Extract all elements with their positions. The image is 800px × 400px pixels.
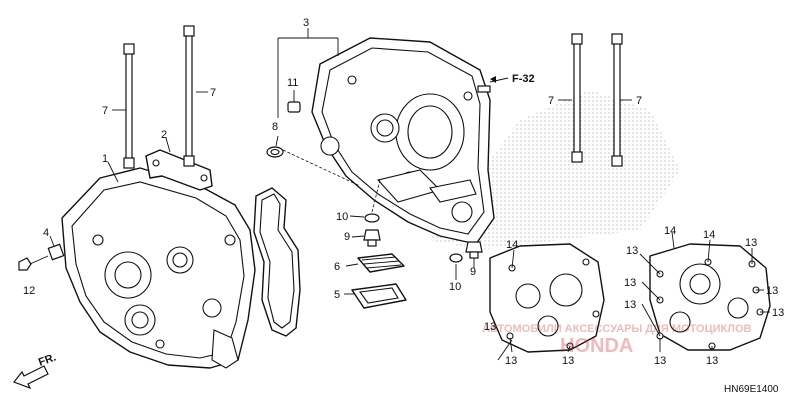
crankcase-gasket <box>253 187 301 337</box>
callout-10-a: 10 <box>336 211 348 223</box>
front-direction-label: FR. <box>37 351 58 368</box>
callout-2: 2 <box>161 129 167 141</box>
callout-10-b: 10 <box>449 281 461 293</box>
callout-13-b: 13 <box>624 277 636 289</box>
leader-lines <box>49 28 770 361</box>
callout-5: 5 <box>334 289 340 301</box>
callout-7-b: 7 <box>210 87 216 99</box>
callout-13-i: 13 <box>654 355 666 367</box>
washer-part-10-right <box>449 253 463 263</box>
left-crankcase <box>61 167 256 369</box>
drain-bolt-part-9-center <box>363 179 381 247</box>
callout-7-d: 7 <box>636 95 642 107</box>
callout-9-a: 9 <box>344 231 350 243</box>
callout-12: 12 <box>23 285 35 297</box>
drain-bolt-part-9-right <box>465 241 483 259</box>
watermark-text: АВТОМОБИЛИ АКСЕССУАРЫ ДЛЯ МОТОЦИКЛОВ <box>482 323 752 335</box>
callout-14-b: 14 <box>664 225 676 237</box>
reference-label: F-32 <box>512 73 535 85</box>
watermark-logo: HONDA <box>560 335 633 357</box>
callout-13-h: 13 <box>562 355 574 367</box>
callout-11: 11 <box>287 77 298 89</box>
stud-bolt-part-7-c <box>571 33 583 163</box>
callout-13-c: 13 <box>624 299 636 311</box>
callout-7-a: 7 <box>102 105 108 117</box>
bracket-part-2 <box>145 149 213 191</box>
oring-part-8 <box>266 146 361 187</box>
callout-13-k: 13 <box>484 321 496 333</box>
callout-7-c: 7 <box>548 95 554 107</box>
strainer-part-6 <box>357 253 405 273</box>
callout-13-a: 13 <box>626 245 638 257</box>
strainer-part-5 <box>351 283 407 309</box>
callout-8: 8 <box>272 121 278 133</box>
callout-13-f: 13 <box>772 307 784 319</box>
callout-6: 6 <box>334 261 340 273</box>
front-direction-arrow: FR. <box>13 351 58 390</box>
callout-3: 3 <box>303 17 309 29</box>
dowel-part-11 <box>287 101 301 113</box>
washer-part-10-center <box>364 213 380 223</box>
dowel-part-4 <box>47 243 65 261</box>
right-crankcase <box>311 37 495 245</box>
case-bolt-view-left <box>489 243 605 353</box>
callout-1: 1 <box>102 153 108 165</box>
callout-13-j: 13 <box>706 355 718 367</box>
diagram-code: HN69E1400 <box>724 384 779 395</box>
callout-9-b: 9 <box>470 266 476 278</box>
callout-14-a: 14 <box>506 239 518 251</box>
stud-bolt-part-7-b <box>183 25 195 167</box>
callout-13-e: 13 <box>766 285 778 297</box>
callout-14-c: 14 <box>703 229 715 241</box>
stud-bolt-part-7-a <box>123 43 135 169</box>
callout-13-d: 13 <box>745 237 757 249</box>
case-bolt-view-right <box>649 243 771 351</box>
bolt-part-12 <box>18 255 49 271</box>
callout-4: 4 <box>43 227 49 239</box>
callout-13-g: 13 <box>505 355 517 367</box>
